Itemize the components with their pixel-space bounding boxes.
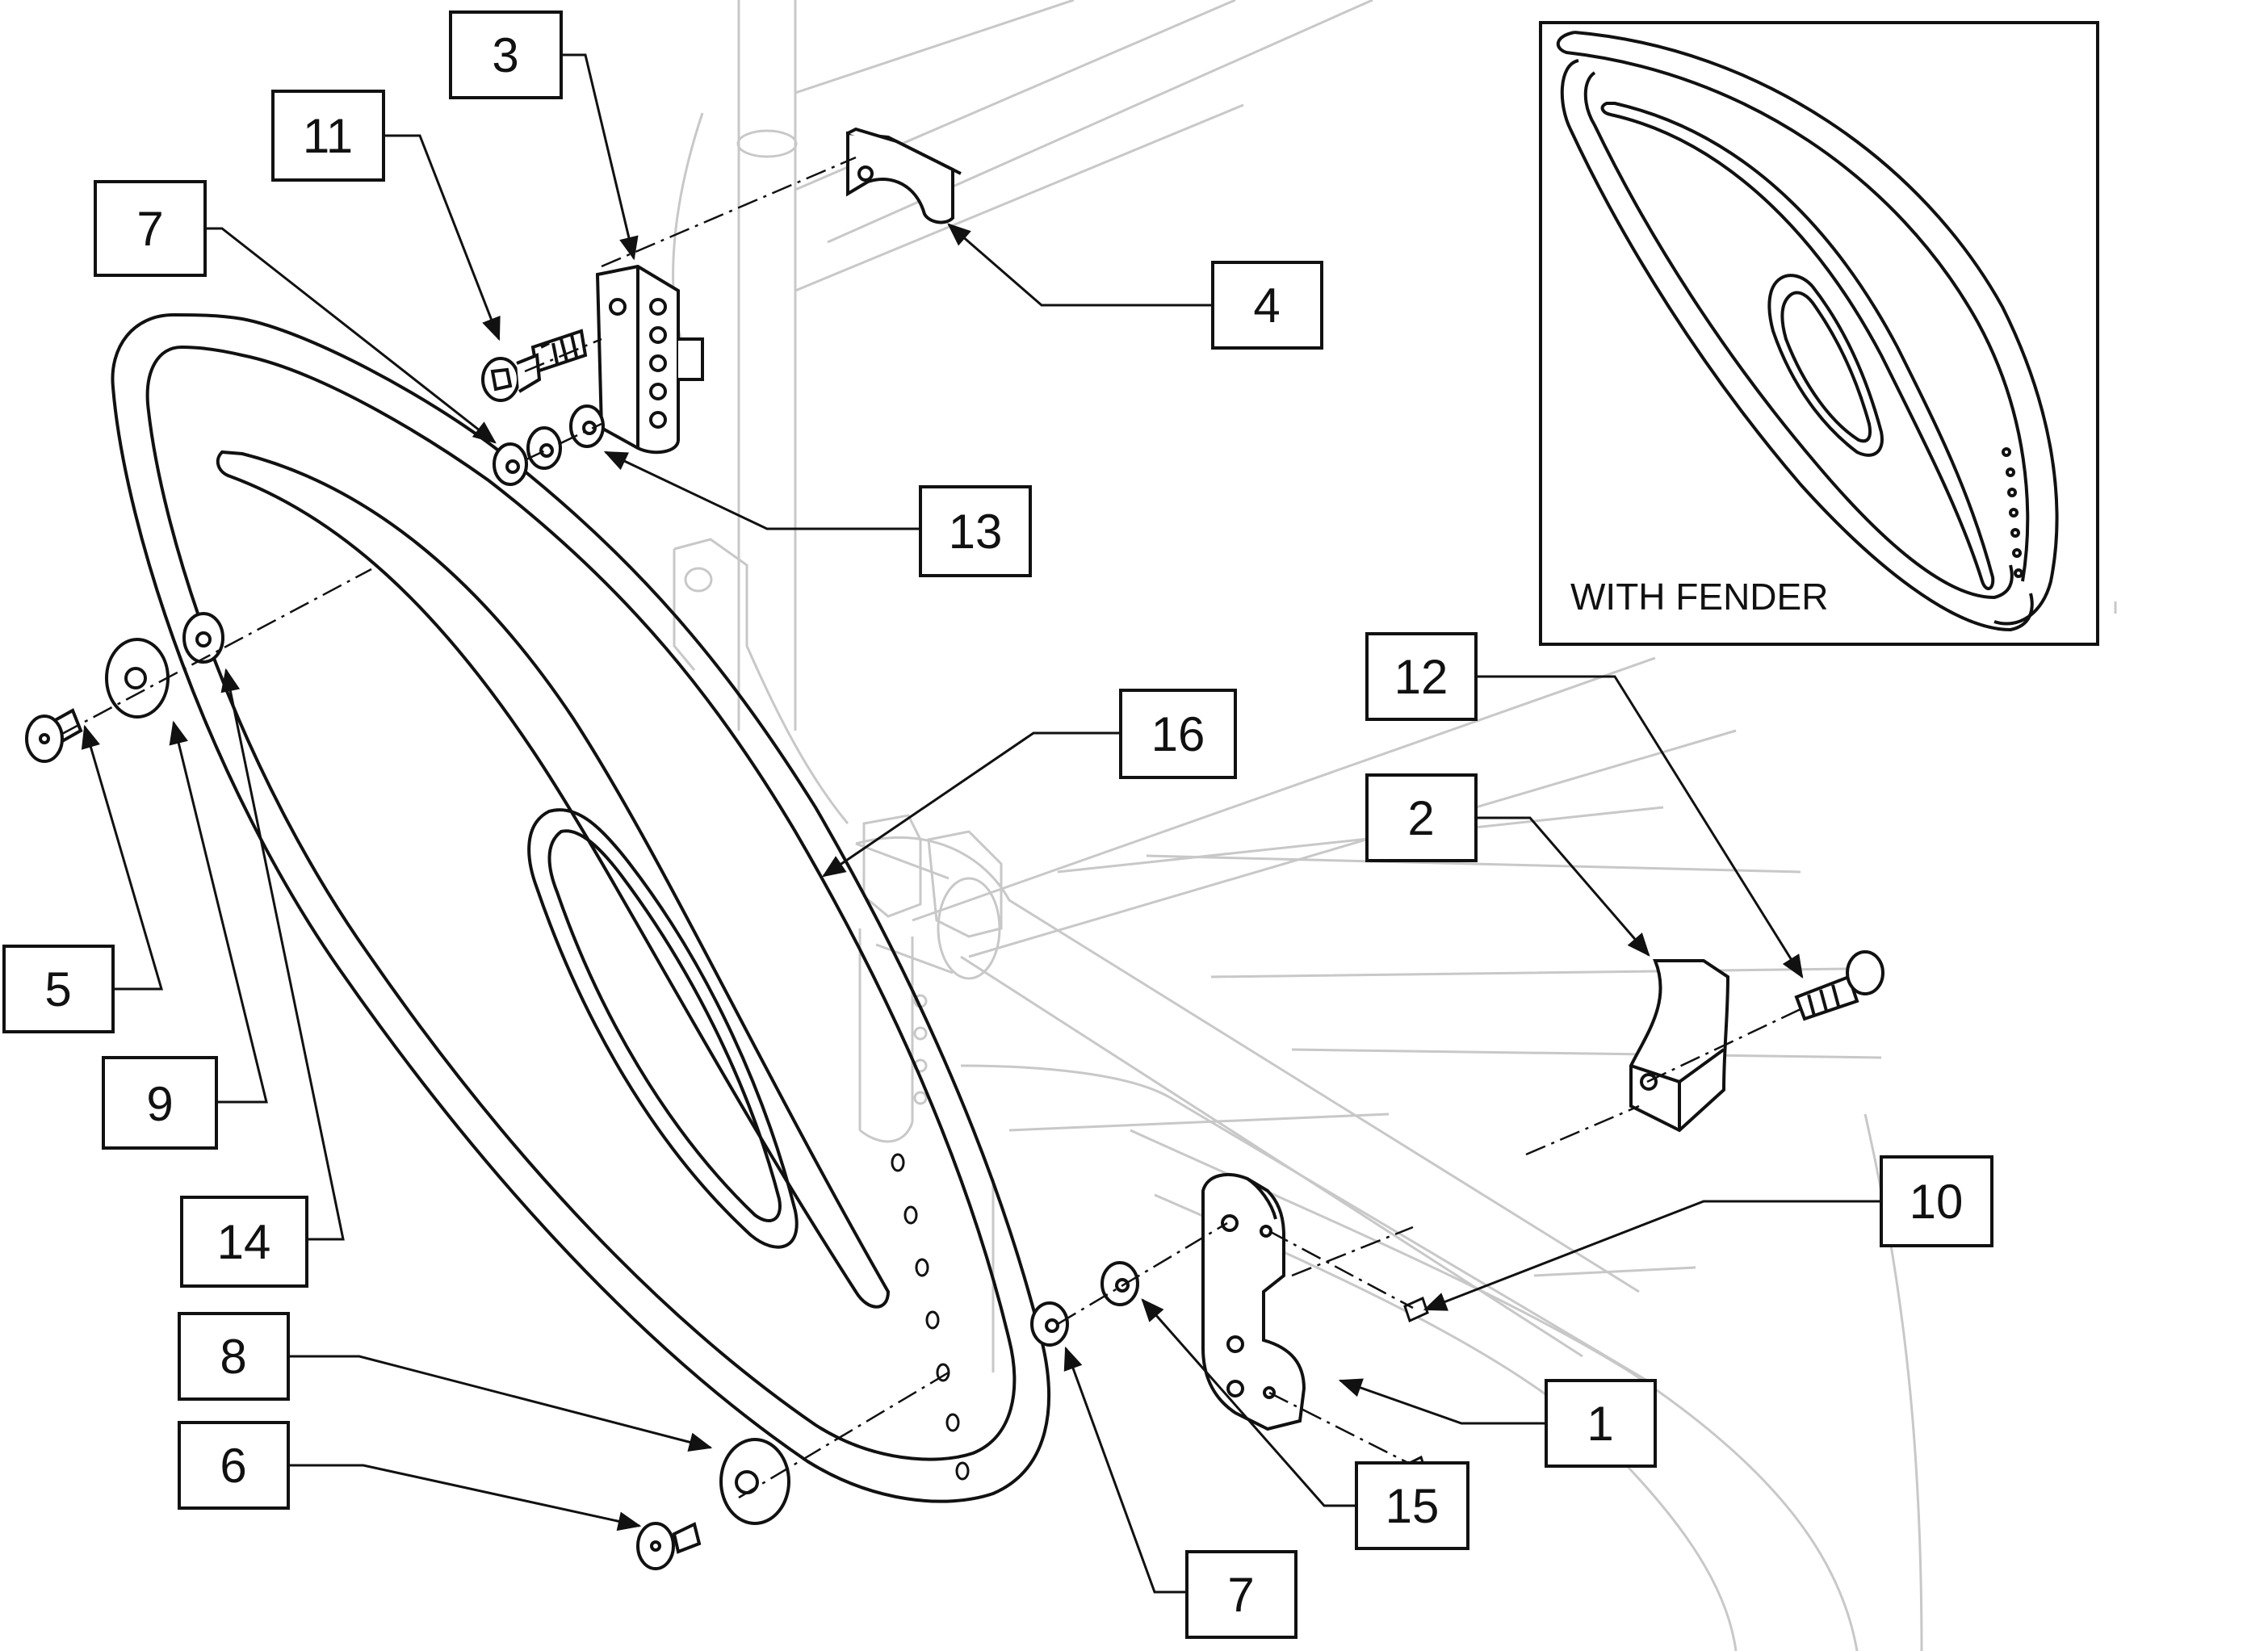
upper-clamp-part — [846, 127, 962, 224]
svg-text:12: 12 — [1394, 650, 1448, 704]
svg-text:8: 8 — [220, 1330, 246, 1384]
rear-bolt-part — [1794, 950, 1884, 1021]
inset-with-fender: WITH FENDER — [1539, 21, 2099, 646]
callout-3: 3 — [449, 10, 563, 99]
callout-5: 5 — [2, 945, 115, 1033]
inset-caption: WITH FENDER — [1570, 576, 1828, 618]
left-hardware — [25, 612, 224, 763]
svg-text:11: 11 — [303, 109, 353, 163]
svg-text:3: 3 — [492, 28, 518, 82]
svg-text:5: 5 — [44, 962, 71, 1016]
callout-7-upper: 7 — [94, 180, 207, 277]
svg-text:15: 15 — [1386, 1479, 1440, 1533]
svg-text:13: 13 — [949, 505, 1003, 559]
svg-text:7: 7 — [136, 202, 163, 256]
callout-11: 11 — [271, 90, 385, 182]
fender-guard-panel — [1556, 31, 2059, 632]
svg-text:16: 16 — [1151, 707, 1205, 761]
socket-bolt-part — [481, 329, 588, 402]
svg-text:2: 2 — [1407, 791, 1434, 845]
callout-16: 16 — [1119, 689, 1237, 779]
svg-text:4: 4 — [1253, 279, 1280, 333]
svg-text:7: 7 — [1227, 1568, 1254, 1622]
callout-13: 13 — [919, 485, 1032, 577]
svg-text:9: 9 — [146, 1077, 173, 1131]
callout-6: 6 — [178, 1421, 290, 1510]
lower-hardware — [636, 1438, 790, 1570]
assembly-axes — [60, 156, 1801, 1499]
callout-9: 9 — [102, 1056, 218, 1150]
callout-15: 15 — [1355, 1461, 1469, 1550]
callout-2: 2 — [1365, 773, 1478, 862]
svg-text:1: 1 — [1587, 1397, 1613, 1451]
lower-bracket-part — [1201, 1173, 1306, 1431]
leader-lines — [81, 53, 1881, 1594]
callout-12: 12 — [1365, 632, 1478, 721]
rear-clamp-part — [1629, 959, 1730, 1133]
svg-text:6: 6 — [220, 1439, 246, 1493]
callout-4: 4 — [1211, 261, 1323, 350]
callout-7-lower: 7 — [1185, 1550, 1297, 1639]
callout-14: 14 — [180, 1196, 308, 1288]
svg-text:10: 10 — [1910, 1175, 1964, 1229]
callout-8: 8 — [178, 1312, 290, 1401]
callout-1: 1 — [1545, 1379, 1657, 1468]
upper-bracket-part — [595, 264, 704, 455]
upper-washers — [493, 404, 605, 486]
set-screws — [1403, 1296, 1429, 1482]
lower-washers — [1030, 1261, 1139, 1347]
callout-10: 10 — [1880, 1155, 1993, 1247]
svg-text:14: 14 — [217, 1215, 271, 1269]
callouts: 1 2 3 4 5 6 7 7 8 9 10 11 12 13 14 — [2, 10, 2081, 1639]
